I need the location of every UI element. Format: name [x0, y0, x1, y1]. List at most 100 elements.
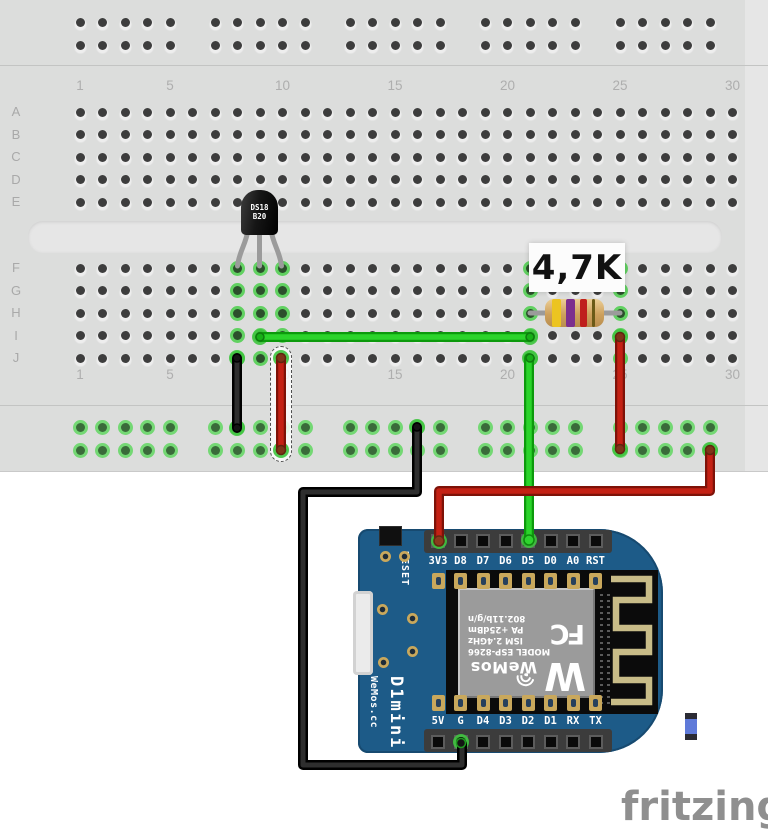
ds18b20-sensor[interactable]: DS18 B20 — [241, 190, 278, 235]
power-rail-hole — [120, 445, 130, 455]
resistor-4k7[interactable] — [545, 299, 604, 327]
power-rail-hole — [683, 422, 692, 432]
column-number: 15 — [387, 367, 403, 382]
pad-hole — [593, 577, 598, 585]
breadboard-hole — [345, 130, 355, 139]
mounting-pad — [399, 551, 410, 562]
breadboard-hole — [503, 175, 512, 184]
pin-D6[interactable] — [498, 534, 513, 548]
power-rail-hole — [503, 17, 512, 27]
pad-hole — [480, 577, 486, 585]
breadboard-hole — [75, 130, 85, 139]
breadboard-hole — [165, 175, 175, 184]
breadboard[interactable]: ABCDEFGHIJ115510101515202025253030 — [0, 0, 768, 472]
breadboard-hole — [300, 286, 310, 295]
power-rail-hole — [120, 422, 130, 432]
pin-label-D2: D2 — [521, 715, 535, 727]
breadboard-hole — [98, 353, 107, 363]
breadboard-hole — [210, 175, 220, 184]
breadboard-hole — [233, 197, 242, 207]
pin-RX[interactable] — [566, 735, 580, 749]
pin-RST[interactable] — [588, 534, 603, 548]
wire-red-rail-to-3v3[interactable] — [434, 445, 715, 546]
power-rail-hole — [638, 445, 647, 455]
castellated-pad-D0 — [544, 573, 557, 589]
pin-D0[interactable] — [543, 534, 558, 548]
breadboard-hole — [503, 197, 512, 207]
breadboard-hole — [188, 286, 197, 295]
breadboard-hole — [548, 152, 557, 162]
breadboard-hole — [390, 286, 400, 295]
breadboard-hole — [143, 107, 152, 117]
pin-D3[interactable] — [498, 735, 513, 749]
pin-A0[interactable] — [566, 534, 580, 548]
breadboard-hole — [120, 331, 130, 340]
pin-D1[interactable] — [543, 735, 558, 749]
shield-line: MODEL ESP-8266 — [468, 646, 551, 656]
breadboard-hole — [728, 152, 737, 162]
pin-5V[interactable] — [431, 735, 445, 749]
breadboard-hole — [278, 130, 287, 139]
breadboard-hole — [165, 308, 175, 318]
power-rail-hole — [345, 422, 355, 432]
wire-black-rail-to-g[interactable] — [298, 422, 467, 770]
power-rail-hole — [255, 422, 265, 432]
power-rail-hole — [390, 40, 400, 50]
breadboard-hole — [255, 353, 265, 363]
power-rail-hole — [300, 445, 310, 455]
breadboard-hole — [570, 130, 580, 139]
breadboard-hole — [323, 152, 332, 162]
breadboard-hole — [548, 353, 557, 363]
castellated-pad-G — [454, 695, 467, 711]
breadboard-hole — [503, 152, 512, 162]
breadboard-hole — [368, 263, 377, 273]
breadboard-hole — [458, 263, 467, 273]
d1-mini-board[interactable]: W WeMos FC MODEL ESP-8266 ISM 2.4GHz PA … — [353, 526, 697, 753]
power-rail-hole — [278, 40, 287, 50]
breadboard-hole — [390, 130, 400, 139]
pin-label-D1: D1 — [544, 715, 557, 727]
breadboard-hole — [638, 107, 647, 117]
breadboard-hole — [143, 152, 152, 162]
pin-label-D8: D8 — [454, 555, 467, 567]
breadboard-hole — [368, 308, 377, 318]
breadboard-hole — [683, 130, 692, 139]
breadboard-hole — [255, 107, 265, 117]
breadboard-hole — [413, 130, 422, 139]
breadboard-hole — [143, 286, 152, 295]
breadboard-hole — [615, 175, 625, 184]
castellated-pad-D5 — [521, 573, 535, 589]
breadboard-hole — [458, 175, 467, 184]
breadboard-hole — [503, 308, 512, 318]
reset-button[interactable] — [379, 526, 402, 546]
pin-D2[interactable] — [521, 735, 535, 749]
pin-label-G: G — [457, 715, 464, 727]
pin-TX[interactable] — [588, 735, 603, 749]
breadboard-hole — [75, 331, 85, 340]
shield-silkscreen: W WeMos FC MODEL ESP-8266 ISM 2.4GHz PA … — [461, 591, 592, 698]
breadboard-hole — [143, 197, 152, 207]
breadboard-hole — [300, 152, 310, 162]
breadboard-hole — [143, 175, 152, 184]
power-rail-hole — [165, 445, 175, 455]
breadboard-hole — [98, 130, 107, 139]
pin-D7[interactable] — [476, 534, 490, 548]
power-rail-hole — [413, 40, 422, 50]
breadboard-hole — [638, 130, 647, 139]
breadboard-hole — [413, 286, 422, 295]
breadboard-hole — [368, 175, 377, 184]
antenna-icon — [611, 575, 653, 706]
pad-hole — [435, 577, 441, 585]
breadboard-hole — [98, 263, 107, 273]
breadboard-hole — [345, 286, 355, 295]
pin-label-D6: D6 — [499, 555, 512, 567]
pin-D8[interactable] — [453, 534, 468, 548]
mounting-pad — [380, 551, 391, 562]
pin-D4[interactable] — [476, 735, 490, 749]
pin-label-RST: RST — [586, 555, 605, 567]
breadboard-hole — [683, 353, 692, 363]
breadboard-hole — [503, 353, 512, 363]
breadboard-hole — [683, 175, 692, 184]
power-rail-hole — [503, 422, 512, 432]
via-column — [607, 594, 610, 708]
